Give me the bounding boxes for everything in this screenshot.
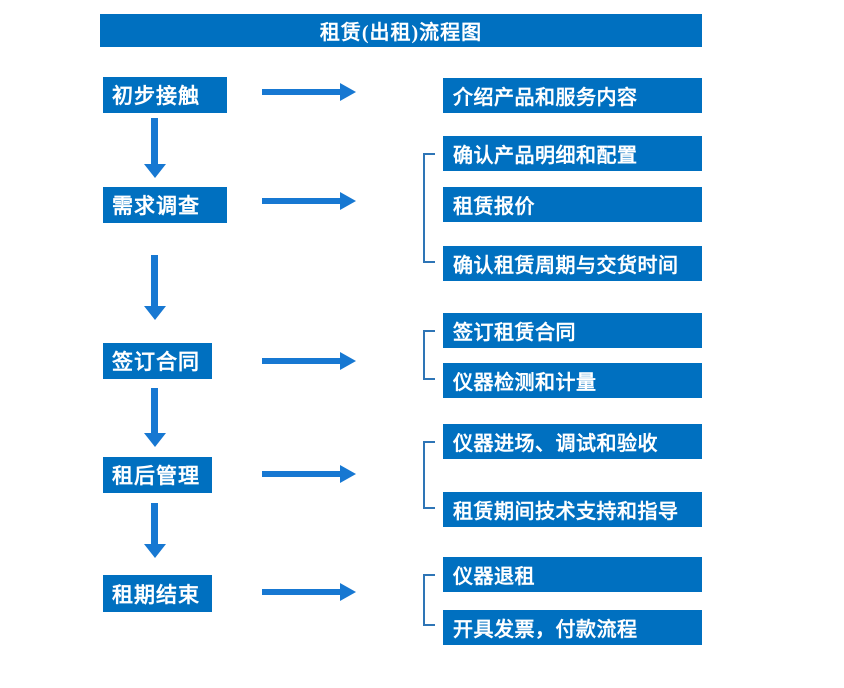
bracket-sign-contract [423, 330, 435, 380]
output-box-rental-quote: 租赁报价 [443, 187, 702, 222]
right-arrow-2 [262, 192, 356, 210]
down-arrow-1 [144, 118, 166, 178]
output-box-invoice-payment: 开具发票，付款流程 [443, 610, 702, 645]
bracket-post-rental [423, 441, 435, 509]
down-arrow-2 [144, 255, 166, 320]
bracket-demand-survey [423, 153, 435, 263]
output-box-confirm-period: 确认租赁周期与交货时间 [443, 246, 702, 281]
step-box-rental-end: 租期结束 [103, 575, 212, 612]
flowchart-title: 租赁(出租)流程图 [319, 22, 483, 44]
down-arrow-3 [144, 388, 166, 447]
step-box-demand-survey: 需求调查 [103, 187, 227, 223]
output-box-confirm-details: 确认产品明细和配置 [443, 136, 702, 171]
bracket-rental-end [423, 574, 435, 626]
right-arrow-3 [262, 352, 356, 370]
right-arrow-4 [262, 465, 356, 483]
output-box-instrument-check: 仪器检测和计量 [443, 363, 702, 398]
output-box-instrument-return: 仪器退租 [443, 557, 702, 592]
down-arrow-4 [144, 503, 166, 558]
flowchart-title-bar: 租赁(出租)流程图 [100, 14, 702, 47]
output-box-intro-products: 介绍产品和服务内容 [443, 78, 702, 113]
right-arrow-5 [262, 583, 356, 601]
output-box-instrument-entry: 仪器进场、调试和验收 [443, 424, 702, 459]
output-box-sign-lease: 签订租赁合同 [443, 313, 702, 348]
step-box-post-rental: 租后管理 [103, 457, 212, 493]
right-arrow-1 [262, 83, 356, 101]
output-box-tech-support: 租赁期间技术支持和指导 [443, 492, 702, 527]
step-box-sign-contract: 签订合同 [103, 343, 212, 379]
step-box-initial-contact: 初步接触 [103, 77, 227, 113]
